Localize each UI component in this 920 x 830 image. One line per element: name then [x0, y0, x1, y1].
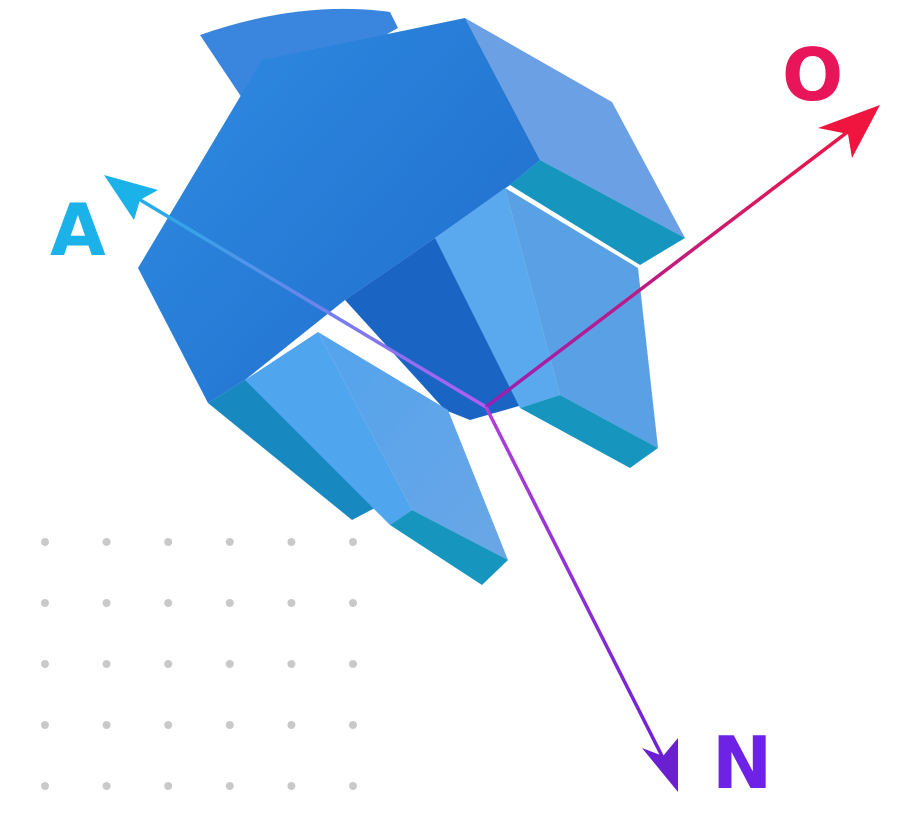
axis-a-label: A — [50, 188, 106, 272]
gripper-front-face — [138, 18, 540, 403]
gripper-finger-left-face — [318, 332, 508, 560]
grid-dot — [102, 721, 111, 729]
grid-dot — [349, 538, 357, 546]
gripper-finger-right-light — [435, 188, 560, 408]
axis-o: O — [484, 33, 880, 409]
grid-dot — [225, 599, 234, 607]
grid-dot — [287, 599, 296, 607]
grid-dot — [102, 782, 111, 790]
axis-a-arrowhead — [104, 175, 158, 220]
grid-dot — [164, 660, 173, 668]
grid-dot — [349, 660, 357, 668]
grid-dot — [225, 782, 234, 790]
grid-dot — [41, 721, 49, 729]
gripper-finger-left-light — [245, 332, 412, 525]
grid-dot — [164, 782, 173, 790]
grid-dot — [164, 721, 173, 729]
axis-n-label: N — [712, 721, 772, 805]
grid-dot — [349, 782, 357, 790]
axis-o-line — [484, 122, 860, 409]
grid-dot — [225, 538, 234, 546]
axis-o-arrowhead — [818, 105, 880, 158]
axis-a: A — [50, 175, 487, 409]
axis-a-line — [131, 193, 487, 409]
grid-dot — [349, 599, 357, 607]
grid-dot — [164, 599, 173, 607]
grid-dot — [287, 782, 296, 790]
gripper-top-face — [465, 18, 685, 238]
gripper-finger-left-tip — [390, 510, 508, 585]
gripper-finger-right-face — [505, 188, 658, 448]
grid-dot — [102, 660, 111, 668]
grid-dot — [287, 660, 296, 668]
grid-dot — [225, 721, 234, 729]
axis-n-arrowhead — [642, 738, 678, 792]
axis-o-label: O — [782, 33, 843, 117]
grid-dot — [287, 538, 296, 546]
grid-dot — [41, 538, 49, 546]
grid-dot — [164, 538, 173, 546]
gripper-finger-right-tip — [520, 395, 658, 468]
grid-dot — [225, 660, 234, 668]
axis-n: N — [484, 406, 772, 805]
axis-n-line — [484, 406, 666, 761]
grid-dot — [41, 599, 49, 607]
gripper-inner-slot — [345, 238, 540, 420]
grid-dot — [287, 721, 296, 729]
grid-dot — [41, 660, 49, 668]
grid-dot — [102, 599, 111, 607]
grid-dot — [41, 782, 49, 790]
gripper-right-edge — [510, 160, 685, 265]
gripper-illustration — [138, 8, 685, 585]
dot-grid-pattern — [41, 538, 357, 790]
grid-dot — [102, 538, 111, 546]
gripper-bottom-edge — [208, 380, 390, 520]
grid-dot — [349, 721, 357, 729]
